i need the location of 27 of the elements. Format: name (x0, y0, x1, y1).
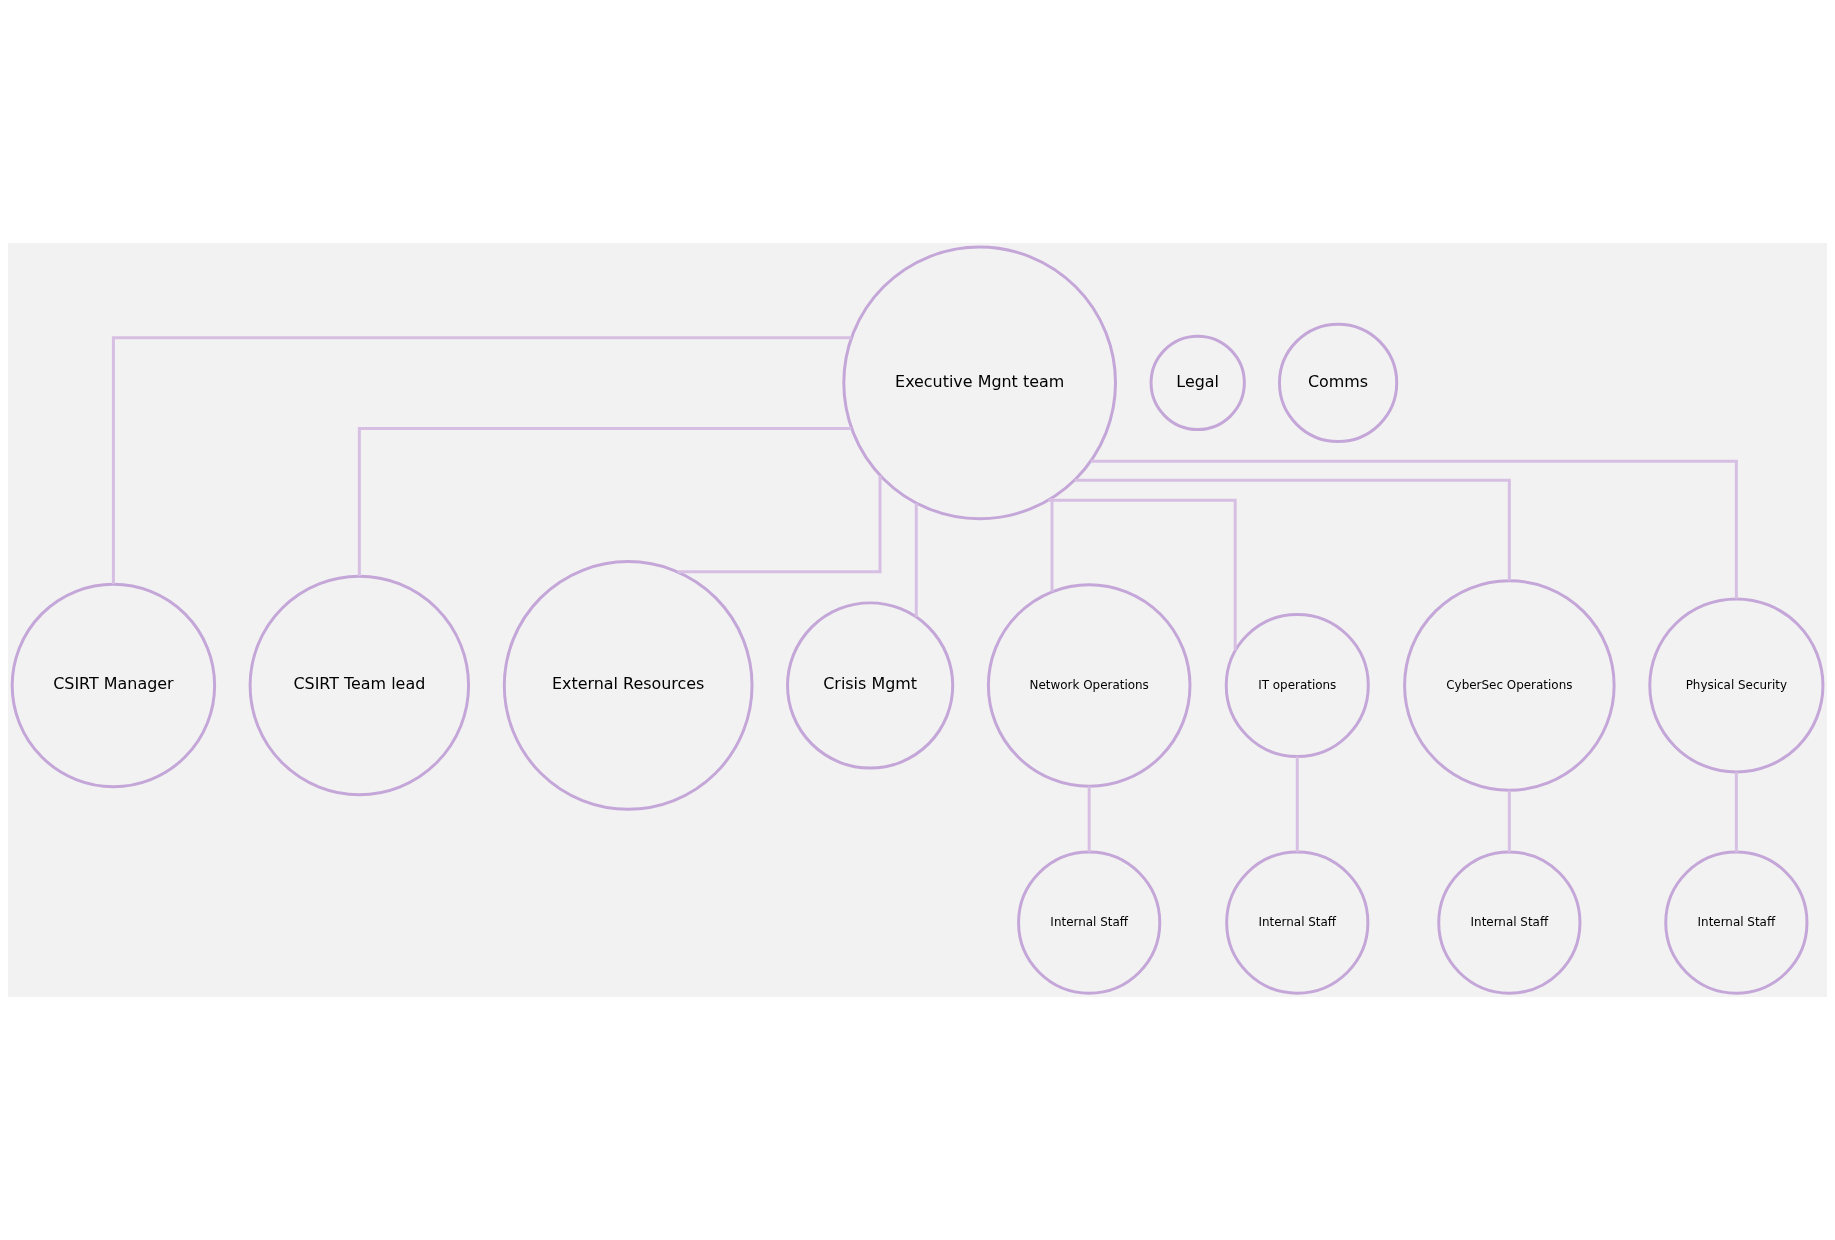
node-circle: Legal (1149, 334, 1246, 431)
connector (1048, 498, 1237, 651)
node-circle: Internal Staff (1664, 850, 1809, 995)
connector (111, 336, 852, 584)
node-circle: Executive Mgnt team (842, 245, 1117, 521)
node-circle: CSIRT Team lead (248, 574, 471, 797)
node-circle: IT operations (1224, 612, 1370, 758)
node-circle: Crisis Mgmt (786, 601, 955, 770)
node-circle: Physical Security (1648, 597, 1825, 774)
node-circle: Network Operations (986, 583, 1192, 788)
connector (357, 426, 852, 577)
connector (914, 503, 918, 617)
connector (1734, 772, 1738, 853)
node-circle: Internal Staff (1225, 850, 1370, 995)
connector (1090, 459, 1738, 599)
node-circle: Internal Staff (1437, 850, 1582, 995)
node-circle: Internal Staff (1017, 850, 1162, 995)
connector (677, 475, 882, 574)
node-circle: External Resources (502, 560, 754, 811)
connector (1050, 498, 1054, 592)
connector (1507, 790, 1511, 853)
node-circle: CSIRT Manager (10, 582, 217, 789)
connector (1295, 756, 1299, 852)
node-circle: CyberSec Operations (1403, 579, 1616, 792)
connector (1074, 478, 1511, 581)
connector (1087, 786, 1091, 852)
node-circle: Comms (1277, 322, 1399, 443)
